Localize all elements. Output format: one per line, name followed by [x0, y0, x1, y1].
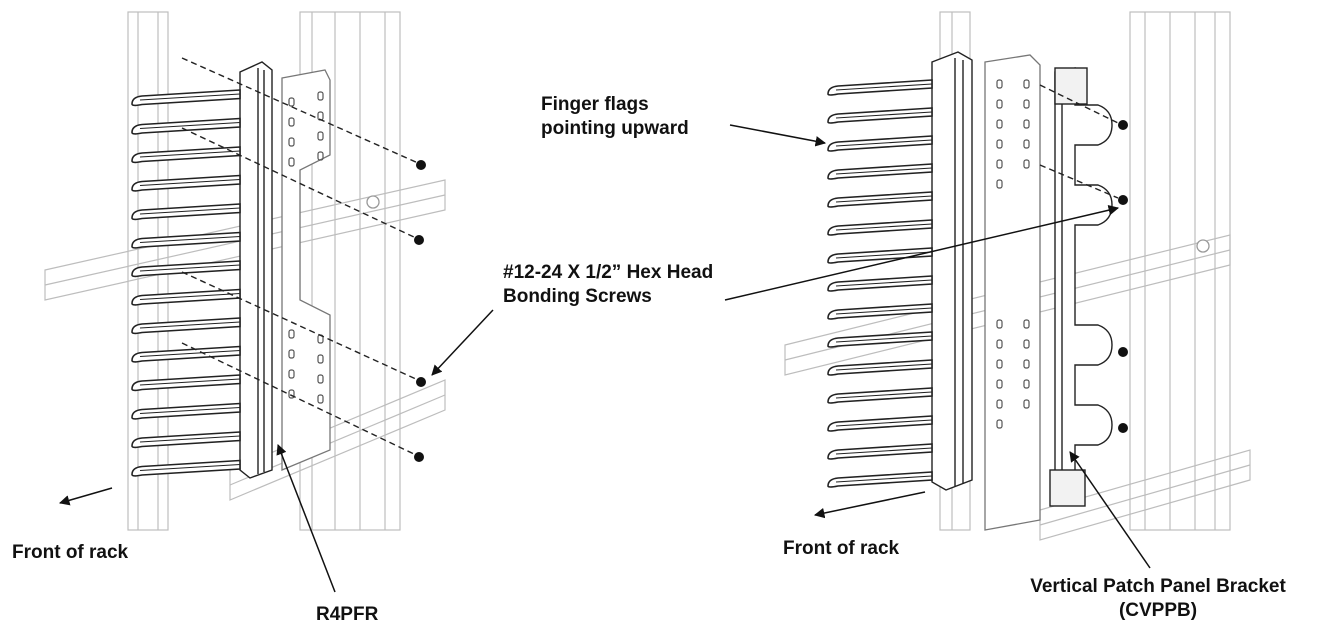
callout-arrows: [58, 124, 1151, 593]
left-plate-holes: [288, 91, 324, 404]
screws-arrow-left: [431, 309, 494, 376]
front-of-rack-right-arrow: [813, 491, 926, 519]
finger-flag-edge: [835, 83, 933, 91]
finger-flag-edge: [835, 279, 933, 287]
finger-flag-edge: [835, 335, 933, 343]
finger-flag-edge: [835, 139, 933, 147]
left-finger-flags: [131, 89, 241, 477]
finger-flag-edge: [139, 321, 241, 329]
finger-flag-edge: [835, 307, 933, 315]
r4pfr-label: R4PFR: [316, 604, 379, 625]
screw-icon: [1118, 347, 1128, 357]
screw-icon: [416, 377, 426, 387]
front-of-rack-left-arrow: [58, 487, 113, 506]
screw-icon: [1118, 423, 1128, 433]
left-r4pfr-channel: [239, 61, 273, 479]
finger-flag-edge: [139, 350, 241, 357]
finger-flag-edge: [139, 150, 241, 158]
cvppb-label-line2: (CVPPB): [1118, 600, 1198, 621]
right-plate-holes: [996, 79, 1030, 429]
screw-icon: [414, 235, 424, 245]
finger-flag-edge: [835, 475, 933, 483]
finger-flag-edge: [139, 378, 241, 386]
finger-flags-arrow: [729, 124, 827, 147]
left-rack-knob: [366, 195, 380, 209]
cvppb-label-line1: Vertical Patch Panel Bracket: [1030, 576, 1286, 597]
screws-label: #12-24 X 1/2” Hex Head Bonding Screws: [503, 261, 713, 309]
cvppb-leader: [1069, 451, 1151, 569]
finger-flag-edge: [139, 464, 241, 471]
right-rack-knob: [1196, 239, 1210, 253]
right-r4pfr-channel: [931, 51, 973, 491]
left-bonding-screws: [414, 160, 426, 462]
front-of-rack-left-label: Front of rack: [12, 542, 129, 563]
cvppb-label: Vertical Patch Panel Bracket (CVPPB): [1005, 575, 1311, 623]
right-screw-alignment-lines: [1039, 84, 1119, 199]
finger-flags-label-line2: pointing upward: [541, 118, 689, 139]
finger-flag-edge: [139, 236, 241, 243]
right-rack-assembly: [784, 11, 1251, 541]
finger-flag-edge: [139, 179, 241, 186]
finger-flag-edge: [835, 363, 933, 371]
screw-icon: [1118, 120, 1128, 130]
finger-flag-edge: [139, 435, 241, 443]
right-bonding-screws: [1118, 120, 1128, 433]
finger-flag-edge: [835, 447, 933, 455]
finger-flag-edge: [835, 391, 933, 399]
finger-flag-edge: [835, 167, 933, 175]
finger-flags-label: Finger flags pointing upward: [541, 93, 689, 141]
finger-flag-edge: [139, 293, 241, 300]
left-screw-alignment-lines: [181, 57, 419, 456]
finger-flag-edge: [139, 207, 241, 215]
finger-flags-label-line1: Finger flags: [541, 94, 649, 115]
finger-flag-edge: [139, 407, 241, 414]
screw-icon: [1118, 195, 1128, 205]
screws-label-line1: #12-24 X 1/2” Hex Head: [503, 262, 714, 283]
front-of-rack-right-label: Front of rack: [783, 538, 900, 559]
finger-flag-edge: [835, 223, 933, 231]
left-rack-assembly: [44, 11, 446, 531]
finger-flag-edge: [139, 264, 241, 272]
finger-flag-edge: [139, 122, 241, 129]
screws-label-line2: Bonding Screws: [503, 286, 652, 307]
left-front-plate: [281, 69, 331, 471]
screw-icon: [416, 160, 426, 170]
screw-icon: [414, 452, 424, 462]
right-front-plate: [984, 54, 1041, 531]
finger-flag-edge: [835, 419, 933, 427]
right-finger-flags: [827, 79, 933, 488]
r4pfr-leader: [276, 444, 336, 593]
finger-flag-edge: [835, 195, 933, 203]
finger-flag-edge: [835, 251, 933, 259]
finger-flag-edge: [835, 111, 933, 119]
right-cvppb-bracket: [1049, 67, 1113, 507]
finger-flag-edge: [139, 93, 241, 101]
screws-arrow-right: [724, 205, 1120, 301]
